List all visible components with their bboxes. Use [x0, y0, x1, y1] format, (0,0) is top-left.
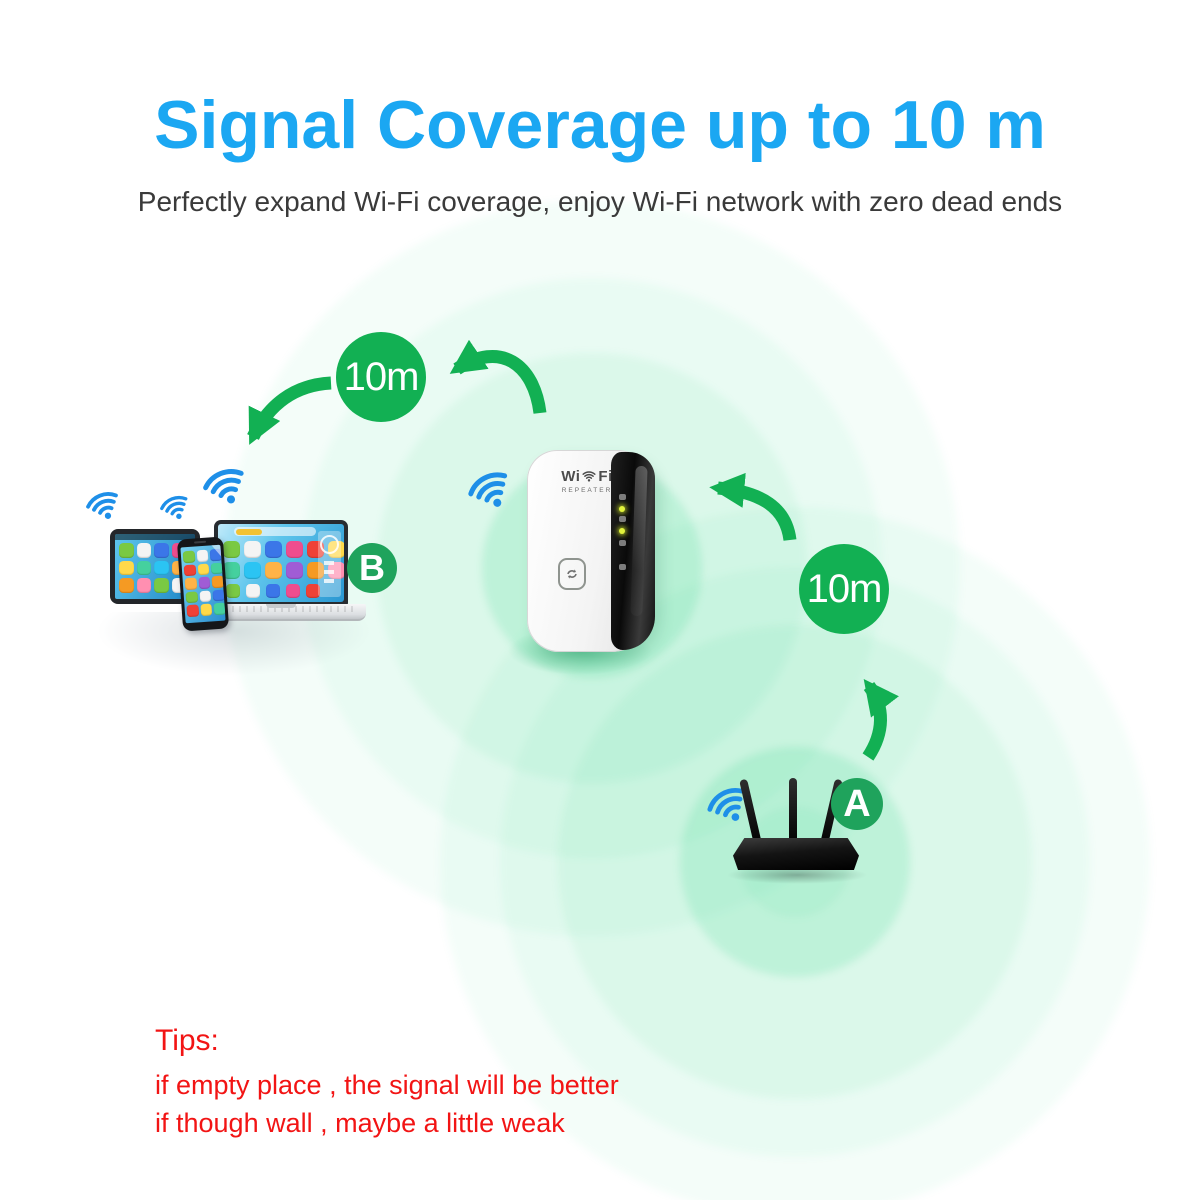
- page-subtitle: Perfectly expand Wi-Fi coverage, enjoy W…: [137, 186, 1063, 217]
- app-icon: [182, 550, 196, 563]
- led-indicator: [619, 506, 625, 512]
- router-label-badge: A: [831, 778, 883, 830]
- app-icon: [183, 564, 197, 577]
- app-icon: [154, 578, 170, 594]
- page-title: Signal Coverage up to 10 m: [154, 87, 1046, 163]
- laptop-address-bar: [234, 527, 316, 536]
- distance-badge-left-label: 10m: [343, 354, 420, 399]
- app-icon: [136, 560, 152, 576]
- tips-heading: Tips:: [155, 1024, 219, 1057]
- app-icon: [210, 562, 224, 575]
- repeater-led-panel: [611, 452, 655, 650]
- laptop-sidebar: [318, 531, 341, 597]
- app-icon: [154, 560, 170, 576]
- app-icon: [223, 541, 240, 558]
- app-icon: [211, 575, 225, 589]
- tablet-app-grid: [119, 543, 195, 594]
- app-icon: [154, 543, 170, 558]
- app-icon: [186, 604, 199, 618]
- led-lan-icon: [619, 564, 626, 570]
- repeater-device: Wi Fi REPEATER: [527, 450, 655, 652]
- app-icon: [286, 562, 303, 579]
- arrow-router-to-repeater-icon: [709, 472, 797, 542]
- app-icon: [119, 543, 134, 558]
- laptop: [196, 520, 366, 621]
- led-power-icon: [619, 494, 626, 500]
- wifi-icon: [83, 488, 126, 527]
- tips-line: if empty place , the signal will be bett…: [155, 1070, 619, 1100]
- tips-block: Tips: if empty place , the signal will b…: [155, 1024, 619, 1142]
- app-icon: [212, 589, 226, 602]
- point-a-label: A: [843, 782, 871, 825]
- app-icon: [200, 603, 213, 617]
- repeater-logo-wi: Wi: [561, 468, 581, 485]
- app-icon: [307, 562, 324, 579]
- app-icon: [198, 576, 211, 590]
- arrow-badge-to-devices-icon: [247, 376, 332, 445]
- app-icon: [307, 541, 324, 558]
- app-icon: [136, 543, 152, 558]
- app-icon: [266, 584, 280, 598]
- led-signal-icon: [619, 540, 626, 546]
- app-icon: [246, 584, 260, 598]
- router: [733, 778, 859, 874]
- app-icon: [244, 562, 261, 579]
- router-antenna: [739, 778, 761, 841]
- app-icon: [119, 578, 134, 594]
- phone-app-grid: [182, 547, 226, 618]
- tips-line: if though wall , maybe a little weak: [155, 1108, 565, 1138]
- led-indicator: [619, 528, 625, 534]
- app-icon: [196, 549, 209, 562]
- router-body: [733, 838, 859, 870]
- smartphone: [176, 536, 230, 632]
- wps-button: [558, 558, 586, 590]
- router-shadow: [726, 866, 868, 884]
- laptop-screen: [214, 520, 348, 606]
- app-icon: [244, 541, 261, 558]
- repeater-logo: Wi Fi REPEATER: [547, 468, 627, 494]
- led-wlan-icon: [619, 516, 626, 522]
- app-icon: [265, 541, 282, 558]
- repeater-logo-sub: REPEATER: [561, 487, 613, 494]
- app-icon: [136, 578, 152, 594]
- wifi-icon: [467, 469, 516, 515]
- app-icon: [185, 591, 198, 604]
- distance-badge-right-label: 10m: [806, 566, 883, 611]
- app-icon: [184, 577, 197, 591]
- distance-badge-right: 10m: [799, 544, 889, 634]
- app-icon: [119, 560, 134, 576]
- distance-badge-left: 10m: [336, 332, 426, 422]
- arrow-repeater-to-left-badge-icon: [449, 339, 547, 414]
- router-antenna: [789, 778, 797, 840]
- app-icon: [265, 562, 282, 579]
- devices-reflection: [96, 612, 372, 676]
- wps-sync-icon: [567, 569, 577, 579]
- app-icon: [306, 584, 320, 598]
- app-icon: [223, 562, 240, 579]
- wifi-icon: [158, 492, 194, 526]
- wifi-icon: [203, 466, 250, 510]
- arrow-router-to-right-badge-icon: [862, 679, 899, 761]
- app-icon: [197, 563, 210, 576]
- point-b-label: B: [359, 547, 385, 588]
- app-icon: [209, 548, 223, 562]
- app-icon: [286, 541, 303, 558]
- devices-label-badge: B: [347, 543, 397, 593]
- app-icon: [226, 584, 240, 598]
- laptop-dock-grid: [226, 584, 320, 598]
- wifi-icon: [582, 471, 596, 482]
- laptop-app-grid: [223, 541, 344, 579]
- laptop-keyboard: [196, 604, 366, 621]
- app-icon: [286, 584, 300, 598]
- app-icon: [199, 590, 212, 603]
- app-icon: [213, 602, 226, 616]
- repeater-logo-fi: Fi: [598, 468, 613, 485]
